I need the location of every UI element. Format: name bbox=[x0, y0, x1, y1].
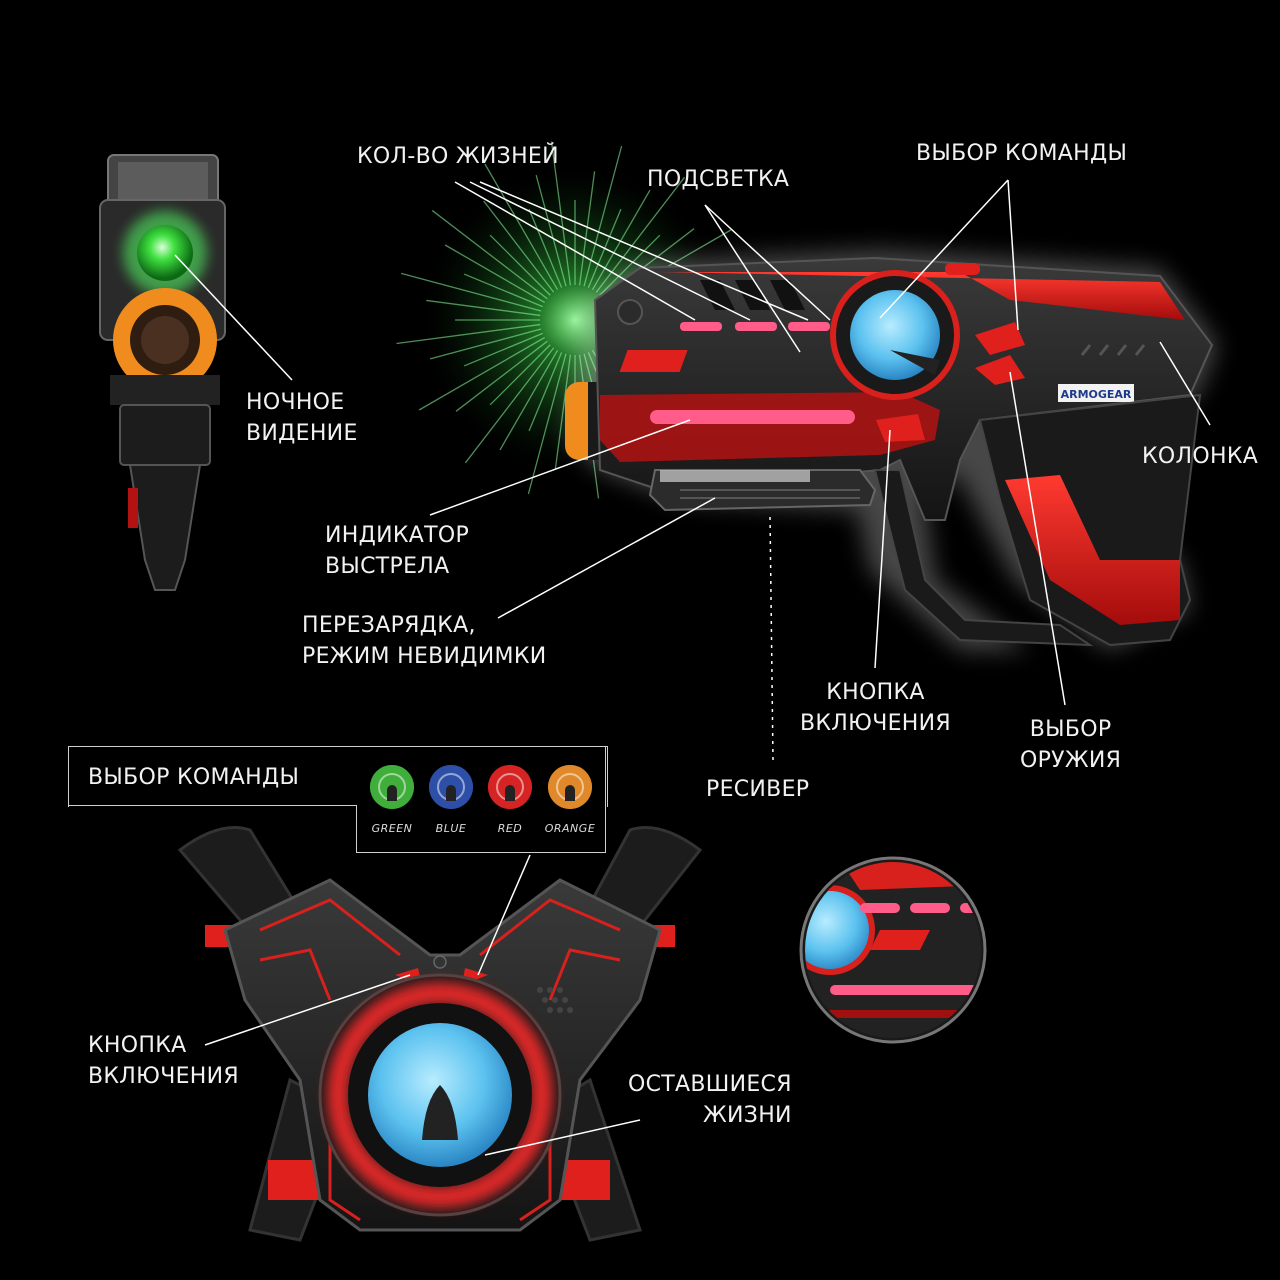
label-night-vision: НОЧНОЕ ВИДЕНИЕ bbox=[246, 390, 358, 446]
glow-ray bbox=[583, 145, 623, 287]
team-swatch-green bbox=[370, 765, 414, 809]
label-shot-indicator: ИНДИКАТОР ВЫСТРЕЛА bbox=[325, 523, 470, 579]
glow-ray bbox=[400, 272, 542, 312]
glow-ray bbox=[455, 340, 548, 412]
night-vision-led bbox=[137, 225, 193, 281]
speaker-grille bbox=[1080, 344, 1146, 356]
label-reload: ПЕРЕЗАРЯДКА, РЕЖИМ НЕВИДИМКИ bbox=[302, 613, 547, 669]
glow-ray bbox=[464, 347, 555, 464]
laser-vest bbox=[177, 826, 703, 1242]
glow-ray bbox=[418, 336, 546, 411]
lives-indicator-leds bbox=[680, 322, 830, 331]
power-button[interactable] bbox=[876, 414, 925, 442]
glow-ray bbox=[489, 234, 551, 296]
glow-ray bbox=[444, 244, 546, 304]
label-backlight: ПОДСВЕТКА bbox=[647, 167, 790, 192]
laser-gun: ARMOGEAR bbox=[565, 250, 1218, 650]
brand-text: ARMOGEAR bbox=[1061, 388, 1132, 401]
glow-ray bbox=[429, 328, 542, 360]
team-swatch-orange bbox=[548, 765, 592, 809]
glow-ray bbox=[535, 174, 567, 287]
backlight-panel bbox=[619, 350, 688, 372]
team-box-edge bbox=[605, 746, 606, 853]
team-swatch-red bbox=[488, 765, 532, 809]
team-name-blue: BLUE bbox=[435, 822, 467, 835]
team-select-button[interactable] bbox=[975, 322, 1025, 355]
detail-zoom-circle bbox=[799, 856, 987, 1044]
glow-ray bbox=[489, 344, 551, 406]
glow-ray bbox=[426, 299, 541, 317]
label-weapon-select: ВЫБОР ОРУЖИЯ bbox=[1020, 717, 1122, 773]
glow-ray bbox=[431, 209, 548, 300]
glow-ray bbox=[499, 349, 559, 451]
label-power-button-vest: КНОПКА ВКЛЮЧЕНИЯ bbox=[88, 1033, 239, 1089]
team-select-box bbox=[68, 746, 608, 807]
label-team-select-vest: ВЫБОР КОМАНДЫ bbox=[88, 765, 300, 790]
shot-indicator-led bbox=[650, 410, 855, 424]
glow-ray bbox=[591, 189, 651, 291]
leader-lines bbox=[174, 179, 1211, 1156]
team-name-orange: ORANGE bbox=[544, 822, 596, 835]
glow-ray bbox=[554, 354, 572, 469]
label-power-button-gun: КНОПКА ВКЛЮЧЕНИЯ bbox=[800, 680, 951, 736]
team-swatch-blue bbox=[429, 765, 473, 809]
glow-ray bbox=[578, 171, 596, 286]
team-box-edge bbox=[68, 805, 356, 806]
glow-ray bbox=[527, 353, 567, 495]
label-team-select-gun: ВЫБОР КОМАНДЫ bbox=[916, 141, 1128, 166]
glow-ray bbox=[528, 352, 563, 432]
team-box-edge bbox=[356, 805, 357, 853]
team-box-edge bbox=[356, 852, 606, 853]
glow-ray bbox=[463, 273, 543, 308]
weapon-select-button[interactable] bbox=[975, 355, 1025, 385]
label-lives-count: КОЛ-ВО ЖИЗНЕЙ bbox=[357, 144, 559, 169]
team-name-red: RED bbox=[497, 822, 523, 835]
glow-ray bbox=[396, 323, 541, 345]
label-speaker: КОЛОНКА bbox=[1142, 444, 1259, 469]
glow-ray bbox=[483, 200, 555, 293]
glow-ray bbox=[550, 141, 572, 286]
team-name-green: GREEN bbox=[371, 822, 413, 835]
label-receiver: РЕСИВЕР bbox=[706, 777, 810, 802]
label-remaining-lives: ОСТАВШИЕСЯ ЖИЗНИ bbox=[628, 1072, 792, 1128]
glow-ray bbox=[595, 176, 686, 293]
glow-ray bbox=[484, 163, 559, 291]
brand-badge bbox=[1058, 384, 1134, 402]
glow-ray bbox=[528, 208, 563, 288]
night-vision-front-view bbox=[99, 154, 226, 591]
lives-ring-glow bbox=[327, 982, 553, 1208]
glow-ray bbox=[463, 332, 543, 367]
